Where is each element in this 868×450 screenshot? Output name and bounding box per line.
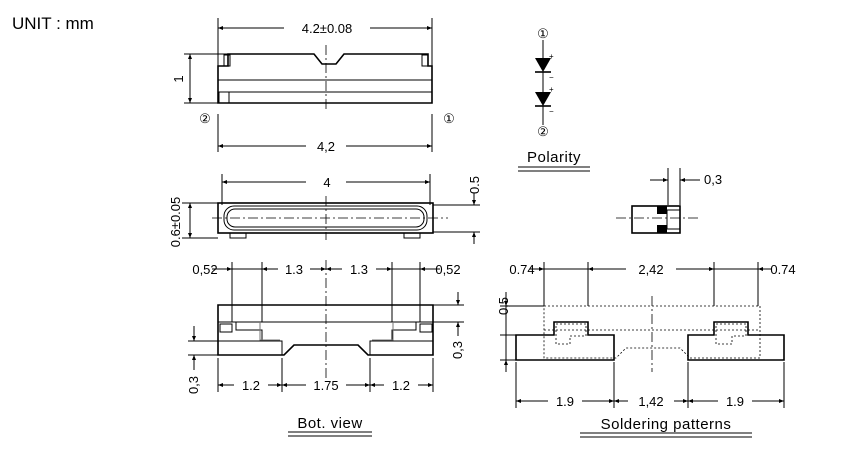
dim-bot-bottom-left: 1.2 [242,378,260,393]
dim-top-width-tol: 4.2±0.08 [302,21,353,36]
bottom-view-caption: Bot. view [297,415,362,432]
dim-sol-bottom-left: 1.9 [556,394,574,409]
dim-front-height-tol: 0.6±0.05 [168,197,183,248]
diode-1-icon [535,58,551,72]
dim-bot-pad-left: 0,3 [186,376,201,394]
polarity-caption: Polarity [527,149,581,166]
dim-bot-left: 0,52 [192,262,217,277]
pin1-label: ① [443,111,455,126]
unit-label: UNIT : mm [12,14,94,33]
dim-bot-mid2: 1.3 [350,262,368,277]
dim-front-right: 0.5 [467,176,482,194]
top-view [184,18,433,152]
dim-bot-bottom-right: 1.2 [392,378,410,393]
dim-side-width: 0,3 [704,172,722,187]
dim-bot-pad-right: 0,3 [450,341,465,359]
dim-sol-height: 0,5 [496,297,511,315]
dim-bot-bottom-mid: 1.75 [313,378,338,393]
polarity-symbol [518,40,590,172]
dim-bot-mid1: 1.3 [285,262,303,277]
dim-bot-right: 0,52 [435,262,460,277]
solder-pad-right [687,321,785,361]
front-view [182,174,480,244]
polarity-plus-1: + [549,52,554,61]
dim-sol-left: 0.74 [509,262,534,277]
dim-top-width: 4,2 [317,139,335,154]
polarity-plus-2: + [549,85,554,94]
soldering-caption: Soldering patterns [601,416,732,433]
solder-pad-left [515,321,615,361]
top-body-outline [217,53,433,104]
dim-sol-mid: 2,42 [638,262,663,277]
polarity-pin2: ② [537,124,549,139]
dim-sol-bottom-right: 1.9 [726,394,744,409]
dim-sol-bottom-mid: 1,42 [638,394,663,409]
bottom-view [188,260,464,437]
pin2-label: ② [199,111,211,126]
soldering-patterns [500,262,785,438]
dim-top-height: 1 [171,75,186,82]
side-view [616,168,700,234]
diode-2-icon [535,92,551,106]
polarity-minus-1: − [549,73,554,82]
dim-sol-right: 0.74 [770,262,795,277]
polarity-pin1: ① [537,26,549,41]
polarity-minus-2: − [549,107,554,116]
dim-front-width: 4 [323,175,330,190]
